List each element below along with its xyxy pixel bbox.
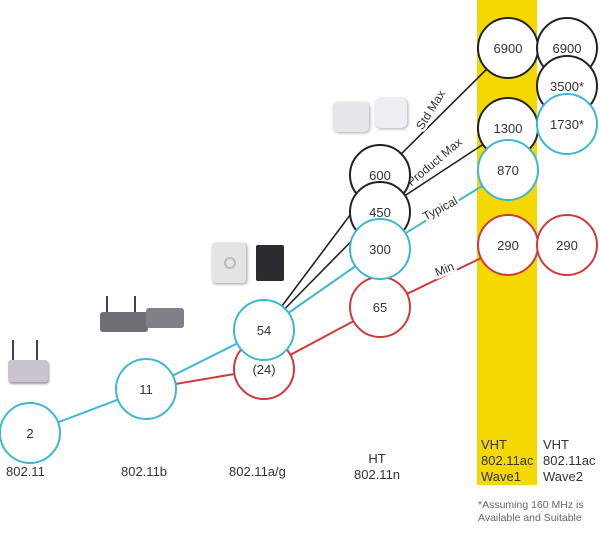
node-circle-typical	[477, 139, 539, 201]
node-value: 54	[257, 323, 271, 338]
label-802-11: 802.11	[6, 464, 45, 479]
node-circle-typical	[349, 218, 411, 280]
node-circle-min	[536, 214, 598, 276]
series-label-min: Min	[433, 259, 456, 279]
node-value: 870	[497, 163, 519, 178]
node-value: 3500*	[550, 79, 584, 94]
label-wave2: VHT 802.11ac Wave2	[543, 437, 596, 484]
node-value: 11	[139, 382, 153, 397]
access-point-802-11n-image	[333, 98, 413, 134]
node-value: 65	[373, 300, 387, 315]
node-value: 600	[369, 168, 391, 183]
label-802-11b: 802.11b	[121, 464, 168, 479]
node-value: 6900	[553, 41, 582, 56]
node-circle-typical	[0, 402, 61, 464]
node-value: 1300	[494, 121, 523, 136]
label-802-11ag: 802.11a/g	[229, 464, 286, 479]
node-circle-typical	[233, 299, 295, 361]
access-point-802-11b-image	[100, 296, 190, 336]
node-circle-typical	[115, 358, 177, 420]
access-point-802-11-image	[8, 340, 48, 386]
node-value: 290	[556, 238, 578, 253]
node-value: (24)	[252, 362, 275, 377]
node-value: 2	[26, 426, 33, 441]
node-value: 290	[497, 238, 519, 253]
node-value: 450	[369, 205, 391, 220]
access-point-802-11ag-image	[212, 243, 292, 287]
node-circle-typical	[536, 93, 598, 155]
label-802-11n: HT 802.11n	[354, 451, 401, 482]
label-wave1: VHT 802.11ac Wave1	[481, 437, 534, 484]
footnote: *Assuming 160 MHz is Available and Suita…	[478, 499, 584, 524]
node-value: 1730*	[550, 117, 584, 132]
node-value: 300	[369, 242, 391, 257]
node-value: 6900	[494, 41, 523, 56]
series-label-typical: Typical	[420, 194, 460, 224]
